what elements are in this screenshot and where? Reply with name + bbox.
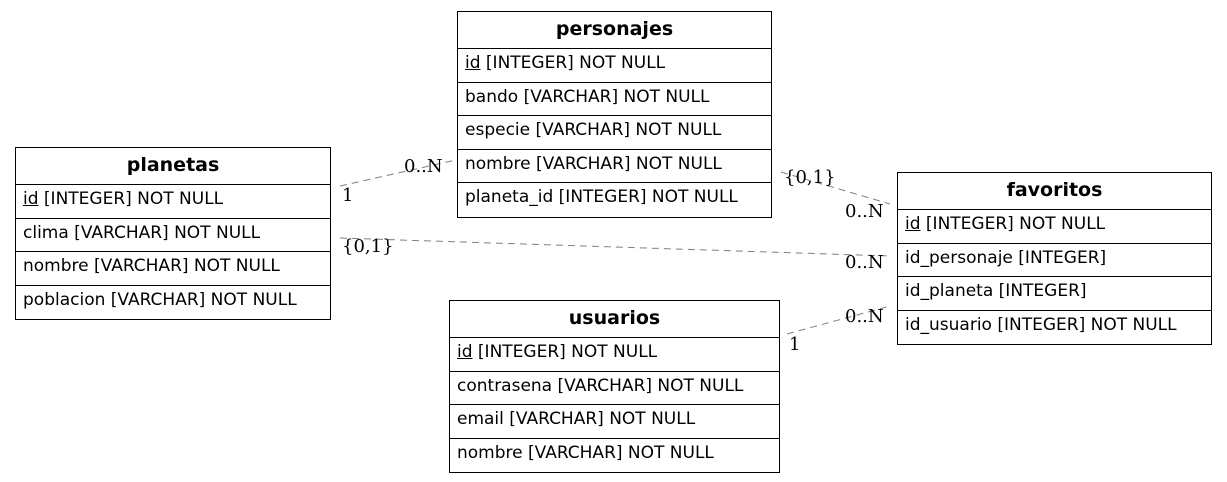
attribute-row: especie [VARCHAR] NOT NULL <box>458 116 771 150</box>
attribute-row: id [INTEGER] NOT NULL <box>898 210 1211 244</box>
attribute-row: id [INTEGER] NOT NULL <box>450 338 779 372</box>
pk-attribute-name: id <box>457 342 473 362</box>
attribute-type: [INTEGER] NOT NULL <box>472 342 658 362</box>
attribute-name: especie <box>465 120 531 140</box>
attribute-name: nombre <box>457 442 523 463</box>
attribute-type: [VARCHAR] NOT NULL <box>68 222 261 243</box>
attribute-name: clima <box>23 222 69 243</box>
attribute-name: id_personaje <box>905 247 1013 268</box>
attribute-type: [INTEGER] NOT NULL <box>991 314 1177 335</box>
attribute-type: [VARCHAR] NOT NULL <box>530 153 722 174</box>
rel-card-personajes-favoritos-to: 0..N <box>845 201 884 222</box>
attribute-row: poblacion [VARCHAR] NOT NULL <box>16 286 330 320</box>
attribute-row: bando [VARCHAR] NOT NULL <box>458 83 771 116</box>
pk-attribute-name: id <box>23 189 39 209</box>
attribute-row: id [INTEGER] NOT NULL <box>16 185 330 219</box>
attribute-row: nombre [VARCHAR] NOT NULL <box>16 252 330 286</box>
attribute-name: nombre <box>465 153 531 174</box>
attribute-type: [INTEGER] NOT NULL <box>553 187 738 207</box>
attribute-type: [INTEGER] NOT NULL <box>38 189 224 209</box>
rel-card-planetas-personajes-from: 1 <box>342 185 353 206</box>
attribute-name: bando <box>465 86 519 107</box>
attribute-type: [VARCHAR] NOT NULL <box>522 442 714 463</box>
attribute-name: id_usuario <box>905 314 992 335</box>
entity-usuarios[interactable]: usuarios id [INTEGER] NOT NULL contrasen… <box>449 300 780 473</box>
attribute-type: [VARCHAR] NOT NULL <box>105 289 297 310</box>
attribute-row: email [VARCHAR] NOT NULL <box>450 405 779 439</box>
entity-planetas[interactable]: planetas id [INTEGER] NOT NULL clima [VA… <box>15 147 331 320</box>
attribute-row: planeta_id [INTEGER] NOT NULL <box>458 183 771 217</box>
attribute-row: id_usuario [INTEGER] NOT NULL <box>898 311 1211 345</box>
attribute-type: [INTEGER] NOT NULL <box>480 53 666 73</box>
attribute-type: [INTEGER] <box>1012 247 1107 268</box>
rel-card-planetas-personajes-to: 0..N <box>404 156 443 177</box>
attribute-row: id_personaje [INTEGER] <box>898 244 1211 277</box>
attribute-name: poblacion <box>23 289 106 310</box>
entity-title: favoritos <box>898 173 1211 210</box>
attribute-type: [VARCHAR] NOT NULL <box>518 86 710 107</box>
entity-personajes[interactable]: personajes id [INTEGER] NOT NULL bando [… <box>457 11 772 218</box>
attribute-type: [INTEGER] NOT NULL <box>920 214 1106 234</box>
attribute-name: nombre <box>23 256 89 276</box>
attribute-row: id [INTEGER] NOT NULL <box>458 49 771 83</box>
attribute-row: clima [VARCHAR] NOT NULL <box>16 219 330 252</box>
rel-line-usuarios-favoritos <box>786 305 891 335</box>
rel-card-usuarios-favoritos-from: 1 <box>789 334 800 355</box>
attribute-name: email <box>457 409 504 429</box>
attribute-type: [INTEGER] <box>993 281 1087 301</box>
entity-favoritos[interactable]: favoritos id [INTEGER] NOT NULL id_perso… <box>897 172 1212 345</box>
rel-line-planetas-favoritos <box>339 237 891 257</box>
attribute-name: planeta_id <box>465 187 554 207</box>
pk-attribute-name: id <box>465 53 481 73</box>
attribute-row: nombre [VARCHAR] NOT NULL <box>450 439 779 473</box>
attribute-row: contrasena [VARCHAR] NOT NULL <box>450 372 779 405</box>
rel-card-personajes-favoritos-from: {0,1} <box>784 167 836 188</box>
attribute-type: [VARCHAR] NOT NULL <box>552 375 744 396</box>
entity-title: planetas <box>16 148 330 185</box>
rel-card-planetas-favoritos-to: 0..N <box>845 252 884 273</box>
attribute-row: nombre [VARCHAR] NOT NULL <box>458 150 771 183</box>
attribute-type: [VARCHAR] NOT NULL <box>503 409 696 429</box>
attribute-type: [VARCHAR] NOT NULL <box>88 256 280 276</box>
entity-title: personajes <box>458 12 771 49</box>
rel-line-personajes-favoritos <box>780 171 891 205</box>
attribute-name: id_planeta <box>905 281 994 301</box>
rel-line-planetas-personajes <box>339 159 457 187</box>
rel-card-planetas-favoritos-from: {0,1} <box>342 236 394 257</box>
attribute-name: contrasena <box>457 375 553 396</box>
attribute-row: id_planeta [INTEGER] <box>898 277 1211 311</box>
entity-title: usuarios <box>450 301 779 338</box>
attribute-type: [VARCHAR] NOT NULL <box>530 120 722 140</box>
rel-card-usuarios-favoritos-to: 0..N <box>845 306 884 327</box>
pk-attribute-name: id <box>905 214 921 234</box>
